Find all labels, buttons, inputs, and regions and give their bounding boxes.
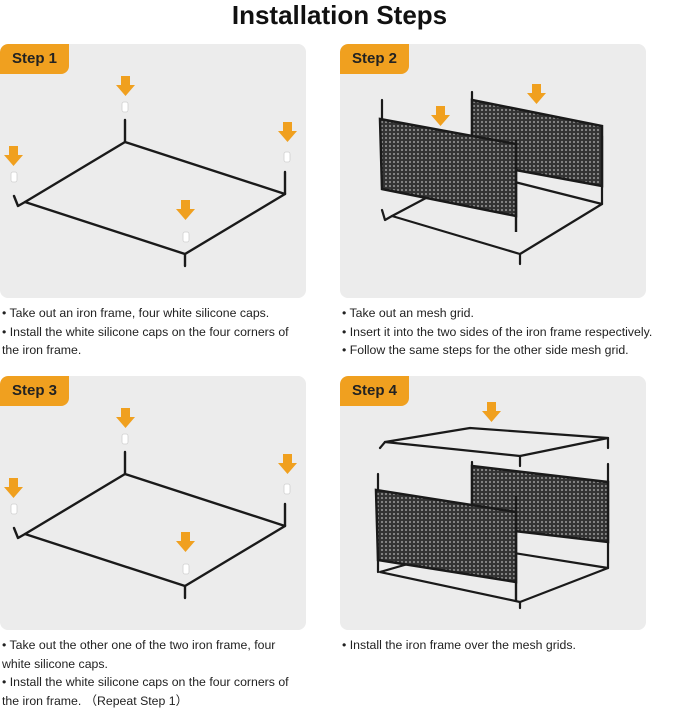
assembled-rack-illustration	[340, 376, 646, 630]
arrow-down-icon	[4, 76, 297, 220]
step-3-description: • Take out the other one of the two iron…	[2, 636, 322, 710]
step-4-badge: Step 4	[340, 376, 409, 406]
description-line: the iron frame. （Repeat Step 1）	[2, 692, 322, 710]
step-3-badge: Step 3	[0, 376, 69, 406]
step-1-badge: Step 1	[0, 44, 69, 74]
description-line: • Install the iron frame over the mesh g…	[342, 636, 662, 655]
page-title: Installation Steps	[0, 0, 679, 30]
iron-frame-illustration	[0, 376, 306, 630]
description-line: the iron frame.	[2, 341, 322, 360]
arrow-down-icon	[482, 402, 501, 422]
description-line: white silicone caps.	[2, 655, 322, 674]
step-4-description: • Install the iron frame over the mesh g…	[342, 636, 662, 655]
description-line: • Take out an mesh grid.	[342, 304, 662, 323]
step-1-description: • Take out an iron frame, four white sil…	[2, 304, 322, 360]
arrow-down-icon	[4, 408, 297, 552]
description-line: • Insert it into the two sides of the ir…	[342, 323, 662, 342]
description-line: • Install the white silicone caps on the…	[2, 673, 322, 692]
step-3-panel: Step 3	[0, 376, 306, 630]
step-2-panel: Step 2	[340, 44, 646, 298]
description-line: • Take out the other one of the two iron…	[2, 636, 322, 655]
description-line: • Install the white silicone caps on the…	[2, 323, 322, 342]
step-1-panel: Step 1	[0, 44, 306, 298]
description-line: • Follow the same steps for the other si…	[342, 341, 662, 360]
description-line: • Take out an iron frame, four white sil…	[2, 304, 322, 323]
mesh-grid-insertion-illustration	[340, 44, 646, 298]
step-4-panel: Step 4	[340, 376, 646, 630]
step-2-description: • Take out an mesh grid. • Insert it int…	[342, 304, 662, 360]
step-2-badge: Step 2	[340, 44, 409, 74]
iron-frame-illustration	[0, 44, 306, 298]
